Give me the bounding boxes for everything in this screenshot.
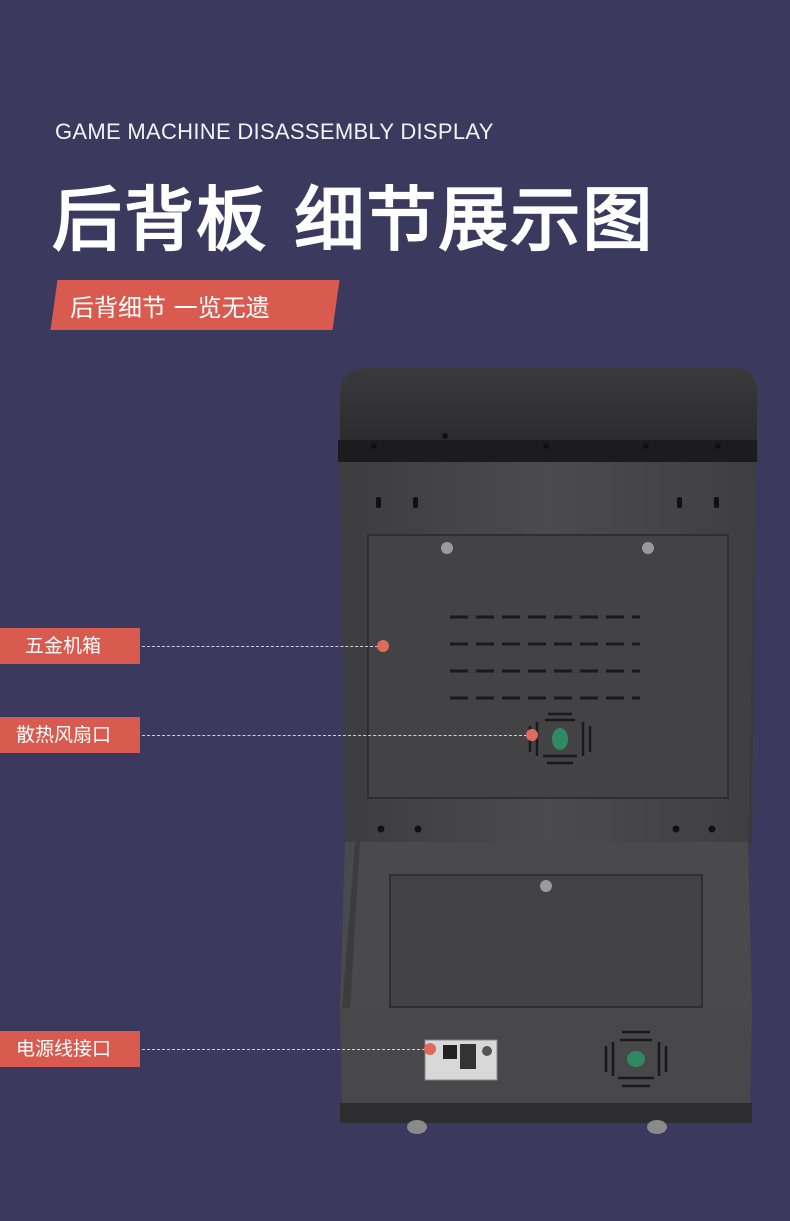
leader-line bbox=[142, 646, 383, 647]
subtitle-en: GAME MACHINE DISASSEMBLY DISPLAY bbox=[55, 119, 494, 144]
callout-marker bbox=[526, 729, 538, 741]
callout-metal-cabinet: 五金机箱 bbox=[0, 628, 140, 664]
tag-banner-text: 后背细节 一览无遗 bbox=[70, 294, 270, 322]
callout-marker bbox=[377, 640, 389, 652]
leader-line bbox=[142, 735, 532, 736]
callout-cooling-fan: 散热风扇口 bbox=[0, 717, 140, 753]
leader-line bbox=[142, 1049, 430, 1050]
page-title: 后背板 细节展示图 bbox=[52, 179, 655, 261]
callout-marker bbox=[424, 1043, 436, 1055]
callout-power-port: 电源线接口 bbox=[0, 1031, 140, 1067]
